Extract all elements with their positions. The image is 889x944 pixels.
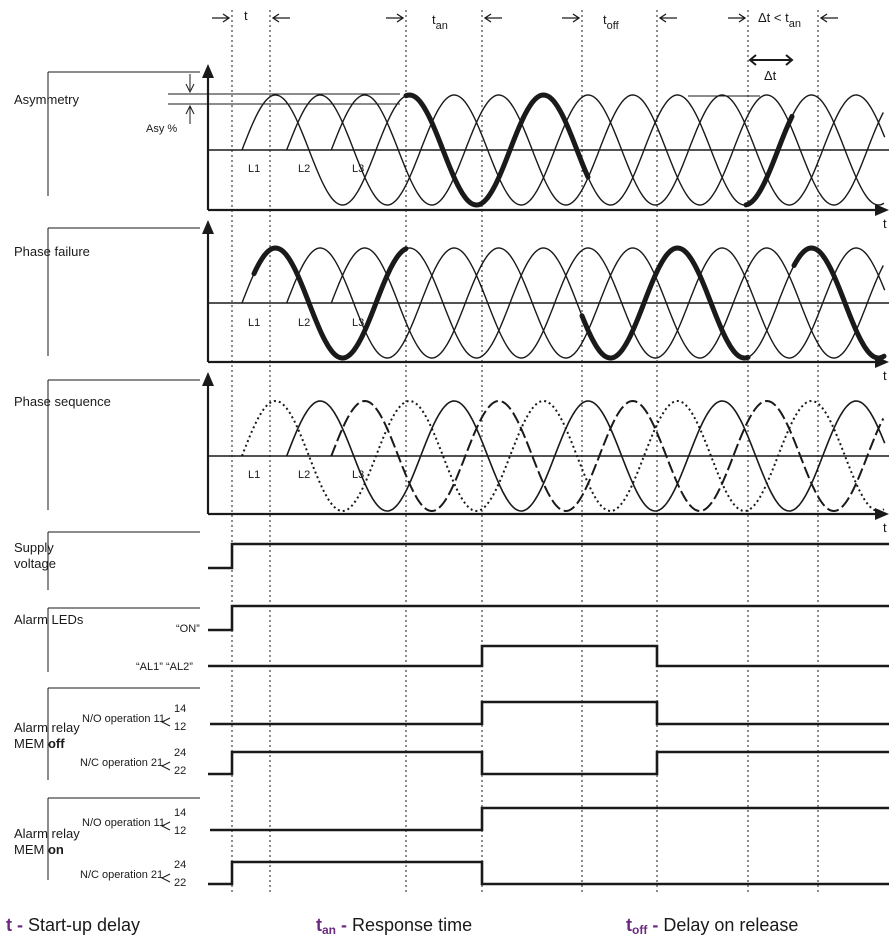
no-12-on: 12 — [174, 825, 186, 837]
nc-24-on: 24 — [174, 859, 186, 871]
interval-arrows — [212, 13, 838, 66]
asy-percent-label: Asy % — [146, 123, 177, 135]
phase-sequence-waves — [241, 399, 886, 513]
phase-l1: L1 — [248, 163, 260, 175]
relay-mem-off-row: Alarm relay MEM off N/O operation 11 14 … — [14, 700, 889, 777]
no-op-label-off: N/O operation 11 — [82, 713, 165, 725]
axis-t-label-3: t — [883, 520, 887, 535]
phase-l3: L3 — [352, 163, 364, 175]
phase-l1: L1 — [248, 469, 260, 481]
t-arrow-right — [271, 13, 290, 23]
led-al-label: “AL1” “AL2” — [136, 661, 193, 673]
t-arrow-left — [212, 13, 231, 23]
timing-annotations: t tan toff Δt < tan Δt — [212, 8, 838, 83]
t-an-arrow-right — [483, 13, 502, 23]
asy-wave-l3 — [330, 94, 884, 206]
legend-startup-delay: t - Start-up delay — [6, 915, 141, 935]
ps-wave-l3 — [330, 399, 885, 513]
time-guide-lines — [231, 10, 819, 892]
asy-deviation-highlight — [403, 92, 591, 208]
alarm-leds-label: Alarm LEDs — [14, 612, 84, 627]
ps-wave-l2 — [285, 400, 886, 512]
nc-22-on: 22 — [174, 877, 186, 889]
pf-wave-l3 — [330, 247, 884, 359]
no-12-off: 12 — [174, 721, 186, 733]
phase-l1: L1 — [248, 317, 260, 329]
pf-failure-3 — [791, 245, 887, 361]
phase-l3: L3 — [352, 317, 364, 329]
relay-on-label-1: Alarm relay — [14, 826, 80, 841]
phase-sequence-title: Phase sequence — [14, 394, 111, 409]
relay-off-label-2: MEM off — [14, 736, 65, 751]
t-off-label: toff — [603, 12, 620, 32]
phase-l2: L2 — [298, 163, 310, 175]
relay-on-label-2: MEM on — [14, 842, 64, 857]
legend-response-time: tan - Response time — [316, 915, 473, 937]
ps-wave-l1 — [241, 399, 885, 513]
legend-delay-on-release: toff - Delay on release — [626, 915, 799, 937]
dt-cond-arrow-left — [728, 13, 747, 23]
pf-failure-1 — [251, 245, 409, 361]
alarm-leds-row: Alarm LEDs “ON” “AL1” “AL2” — [14, 604, 889, 673]
t-label: t — [244, 8, 248, 23]
phase-l2: L2 — [298, 469, 310, 481]
asy-wave-l2 — [286, 94, 886, 206]
dt-arrow — [748, 54, 794, 66]
t-off-arrow-left — [562, 13, 581, 23]
panel-brackets — [47, 71, 200, 880]
asy-short-deviation — [743, 113, 795, 208]
asymmetry-title: Asymmetry — [14, 92, 80, 107]
axis-t-label-2: t — [883, 368, 887, 383]
t-an-label: tan — [432, 12, 448, 32]
phase-sequence-panel: Phase sequence t L1 L2 L3 — [14, 372, 889, 535]
led-on-label: “ON” — [176, 623, 200, 635]
no-14-on: 14 — [174, 807, 186, 819]
axis-t-label-1: t — [883, 216, 887, 231]
supply-voltage-row: Supply voltage — [14, 540, 889, 571]
supply-label-2: voltage — [14, 556, 56, 571]
dt-label: Δt — [764, 68, 777, 83]
phase-l3: L3 — [352, 469, 364, 481]
phase-l2: L2 — [298, 317, 310, 329]
phase-failure-waves — [241, 245, 887, 361]
t-an-arrow-left — [386, 13, 405, 23]
t-off-arrow-right — [658, 13, 677, 23]
relay-mem-on-row: Alarm relay MEM on N/O operation 11 14 1… — [14, 806, 889, 889]
asymmetry-panel: Asymmetry Asy % t L1 L2 L3 — [14, 64, 889, 231]
no-14-off: 14 — [174, 703, 186, 715]
nc-22-off: 22 — [174, 765, 186, 777]
phase-failure-title: Phase failure — [14, 244, 90, 259]
dt-cond-arrow-right — [819, 13, 838, 23]
pf-wave-l2 — [286, 247, 886, 359]
dt-condition-label: Δt < tan — [758, 10, 801, 30]
phase-failure-panel: Phase failure t L1 L2 L3 — [14, 220, 889, 383]
supply-label-1: Supply — [14, 540, 54, 555]
relay-off-label-1: Alarm relay — [14, 720, 80, 735]
nc-op-label-off: N/C operation 21 — [80, 757, 163, 769]
nc-24-off: 24 — [174, 747, 186, 759]
nc-op-label-on: N/C operation 21 — [80, 869, 163, 881]
asymmetry-waves — [241, 92, 886, 208]
no-op-label-on: N/O operation 11 — [82, 817, 165, 829]
pf-failure-2 — [579, 245, 751, 361]
